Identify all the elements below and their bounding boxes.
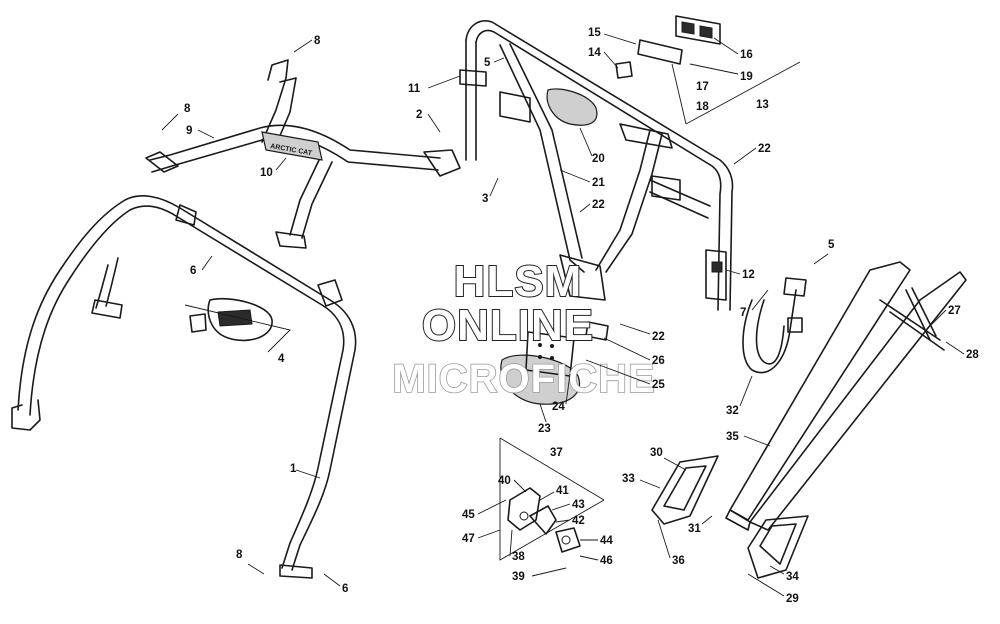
callout-22a: 22 <box>758 143 771 155</box>
callout-41: 41 <box>556 485 569 497</box>
callout-23: 23 <box>538 423 551 435</box>
callout-19: 19 <box>740 71 753 83</box>
callout-34: 34 <box>786 571 799 583</box>
callout-13: 13 <box>756 99 769 111</box>
callout-29: 29 <box>786 593 799 605</box>
callout-10: 10 <box>260 167 273 179</box>
callout-37: 37 <box>550 447 563 459</box>
callout-47: 47 <box>462 533 475 545</box>
latch-assembly <box>499 437 605 561</box>
callout-28: 28 <box>966 349 979 361</box>
watermark-line-2: ONLINE <box>422 301 594 350</box>
callout-14: 14 <box>588 47 601 59</box>
callout-12: 12 <box>742 269 755 281</box>
callout-1: 1 <box>290 463 297 475</box>
taillight-assembly <box>615 15 801 125</box>
callout-35: 35 <box>726 431 739 443</box>
callout-22b: 22 <box>592 199 605 211</box>
callout-25: 25 <box>652 379 665 391</box>
callout-8b: 8 <box>184 103 191 115</box>
callout-33: 33 <box>622 473 635 485</box>
callout-3: 3 <box>482 193 488 205</box>
callout-8c: 8 <box>236 549 243 561</box>
callout-8a: 8 <box>314 35 321 47</box>
callout-26: 26 <box>652 355 665 367</box>
watermark: HLSM ONLINE MICROFICHE <box>392 256 656 402</box>
callout-5a: 5 <box>484 57 491 69</box>
callout-39: 39 <box>512 571 525 583</box>
callout-38: 38 <box>512 551 525 563</box>
callout-21: 21 <box>592 177 605 189</box>
callout-46: 46 <box>600 555 613 567</box>
callout-22c: 22 <box>652 331 665 343</box>
callout-20: 20 <box>592 153 605 165</box>
rear-upper-bar: ARCTIC CAT <box>145 59 461 249</box>
callout-2: 2 <box>416 109 422 121</box>
callout-36: 36 <box>672 555 685 567</box>
callout-32: 32 <box>726 405 739 417</box>
rear-cage <box>459 20 734 311</box>
callout-45: 45 <box>462 509 475 521</box>
callout-16: 16 <box>740 49 753 61</box>
callout-5b: 5 <box>828 239 835 251</box>
callout-40: 40 <box>498 475 511 487</box>
grab-handle <box>742 277 807 374</box>
callout-17: 17 <box>696 81 709 93</box>
callout-24: 24 <box>552 401 565 413</box>
callout-7: 7 <box>740 307 746 319</box>
callout-27: 27 <box>948 305 961 317</box>
callout-43: 43 <box>572 499 585 511</box>
callout-9: 9 <box>186 125 192 137</box>
callout-18: 18 <box>696 101 709 113</box>
callout-42: 42 <box>572 515 585 527</box>
side-nets <box>651 455 809 579</box>
callout-31: 31 <box>688 523 701 535</box>
front-roll-bar <box>11 195 357 579</box>
callout-30: 30 <box>650 447 663 459</box>
callout-44: 44 <box>600 535 613 547</box>
diagonal-brace <box>725 261 967 531</box>
callout-11: 11 <box>408 83 421 95</box>
callout-4: 4 <box>278 353 285 365</box>
callout-6b: 6 <box>342 583 348 595</box>
callout-6a: 6 <box>190 265 196 277</box>
mirror-assembly <box>184 297 291 353</box>
watermark-line-1: HLSM <box>454 257 583 306</box>
callouts: 1 2 3 4 5 5 6 6 7 8 8 8 9 10 11 12 13 14… <box>161 27 979 605</box>
callout-15: 15 <box>588 27 601 39</box>
watermark-line-3: MICROFICHE <box>392 357 655 401</box>
